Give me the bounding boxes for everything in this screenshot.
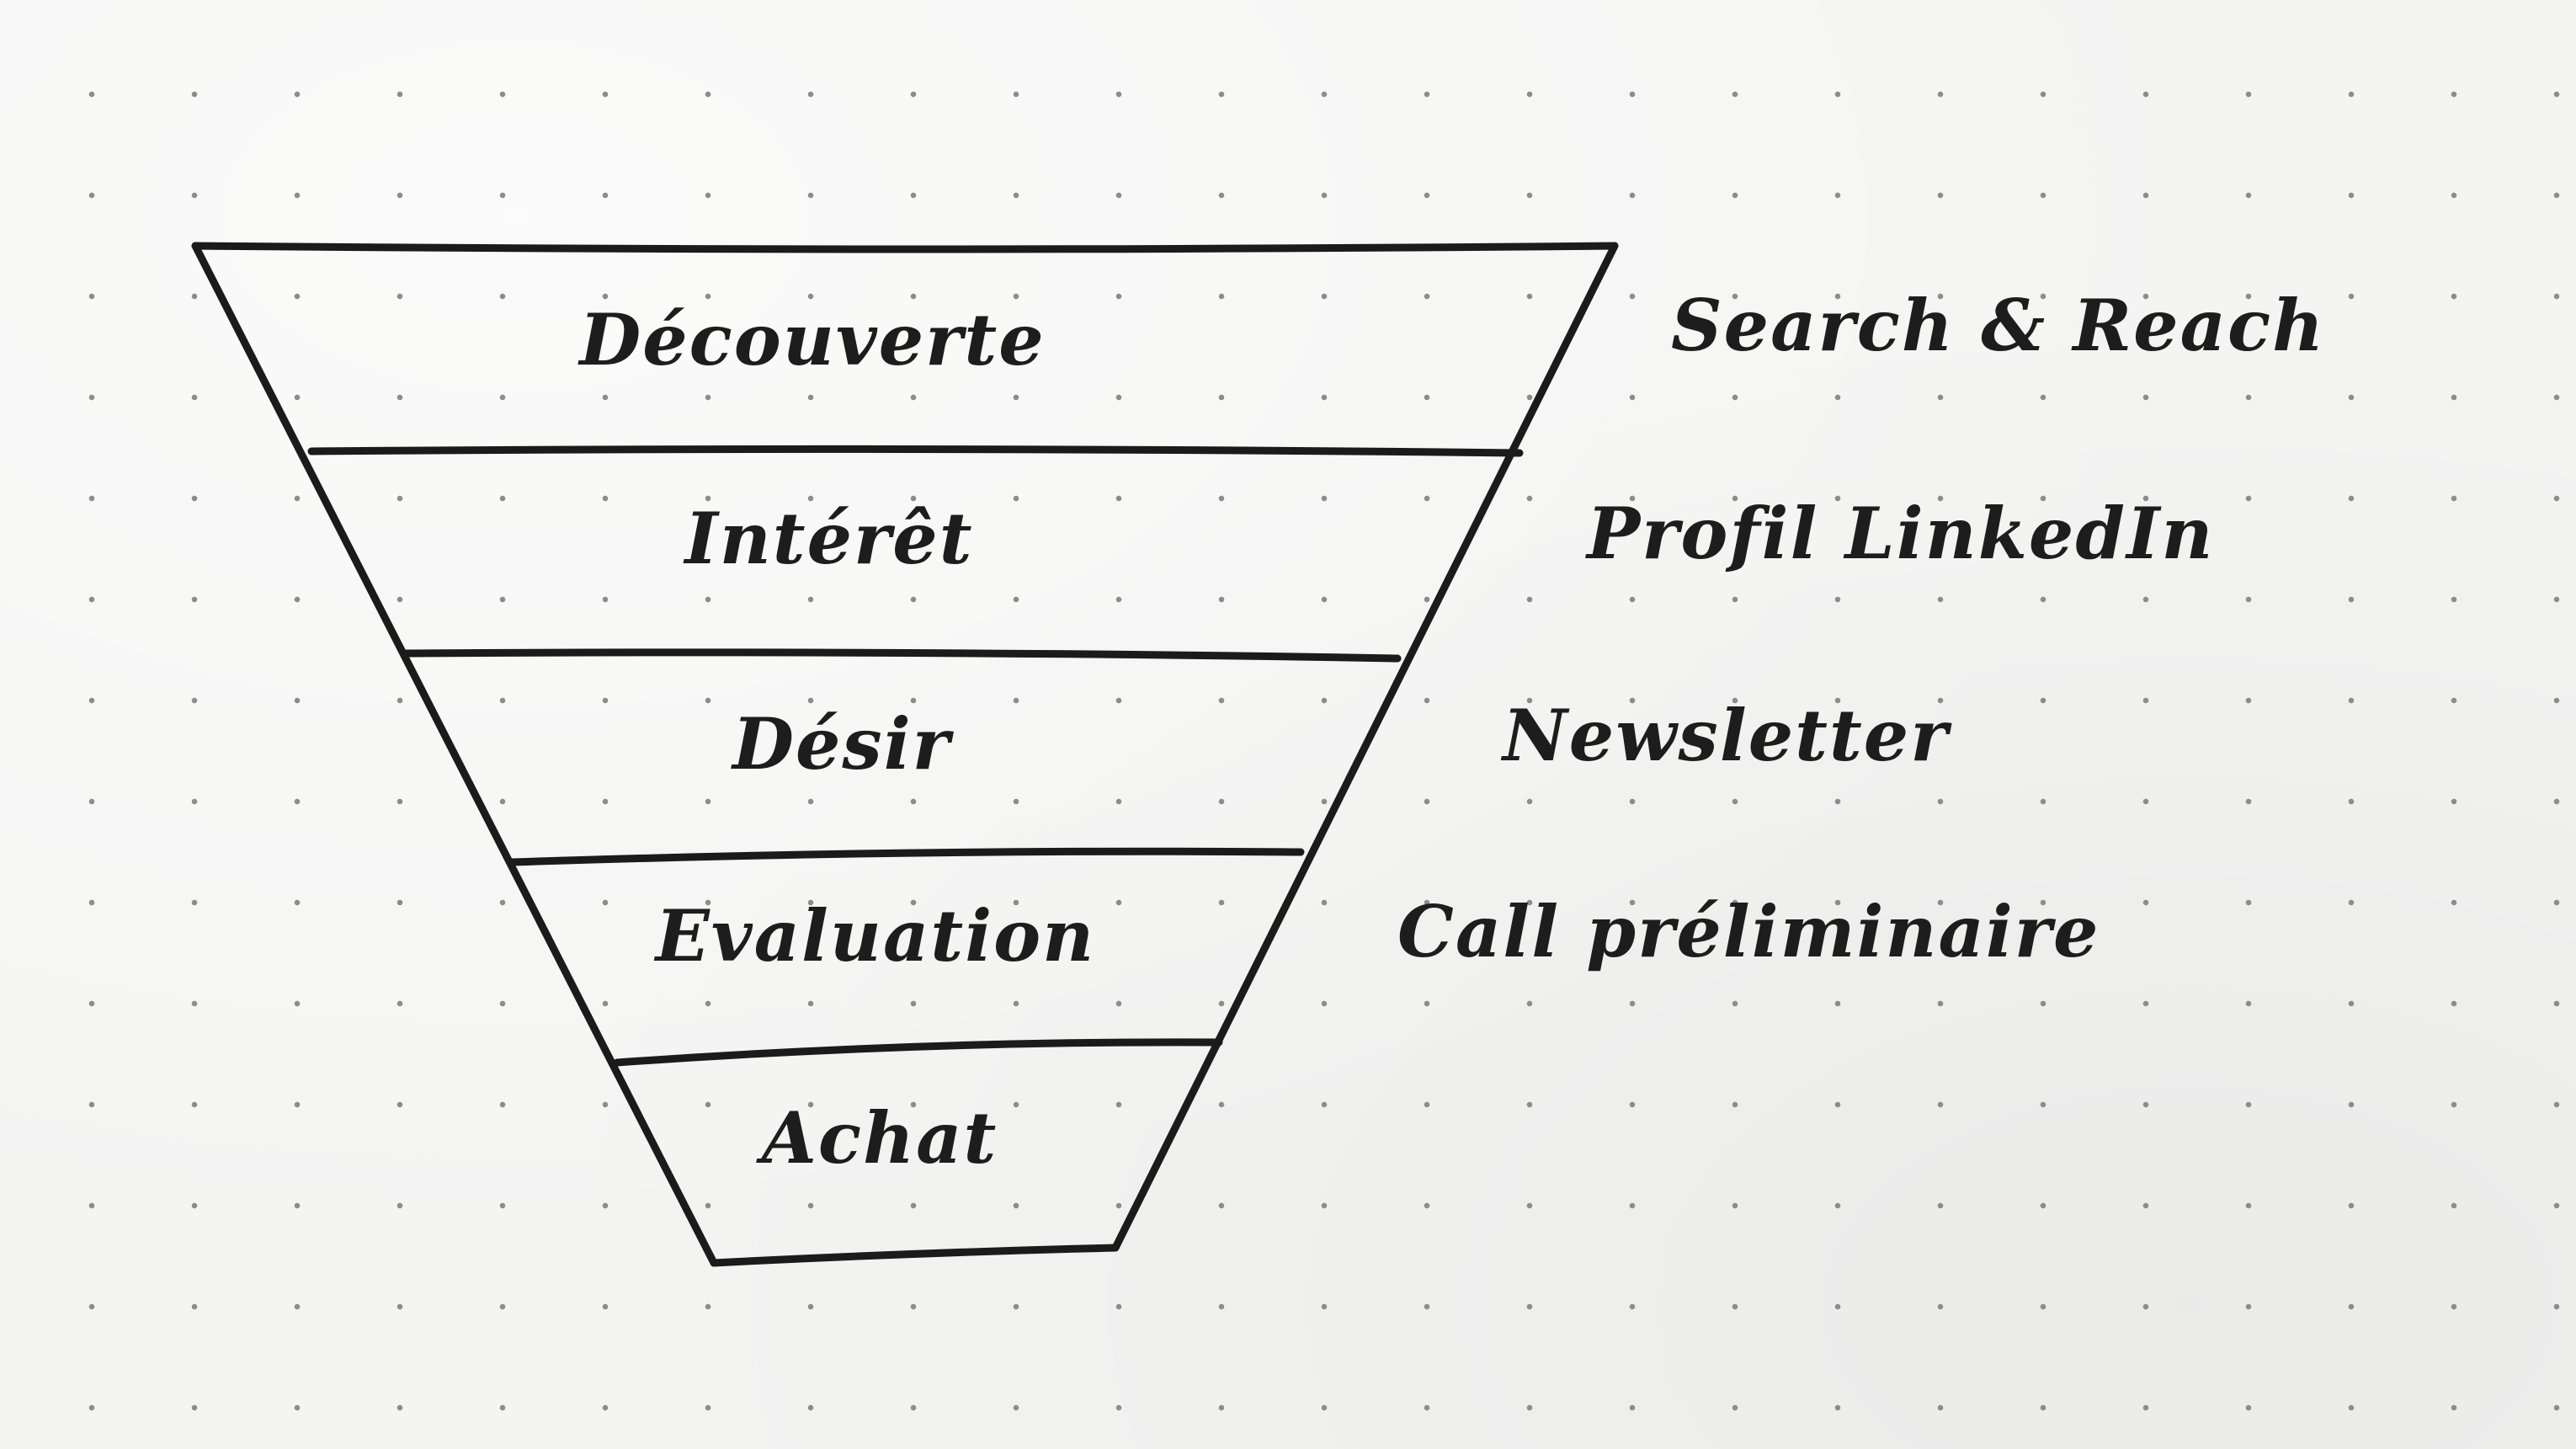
stage-label-interest: Intérêt: [684, 497, 974, 580]
channel-label-search-reach: Search & Reach: [1671, 284, 2326, 367]
stage-label-evaluation: Evaluation: [655, 894, 1096, 978]
channel-label-newsletter: Newsletter: [1503, 694, 1950, 777]
funnel-bottom-edge: [710, 1244, 1120, 1267]
funnel-top-edge: [191, 242, 1619, 253]
divider-2: [400, 648, 1402, 663]
divider-1: [307, 445, 1524, 457]
divider-3: [508, 847, 1305, 866]
funnel-right-edge: [1111, 242, 1619, 1252]
channel-label-linkedin-profile: Profil LinkedIn: [1587, 492, 2215, 575]
stage-label-discovery: Découverte: [579, 298, 1046, 381]
stage-label-desire: Désir: [732, 702, 951, 786]
channel-label-preliminary-call: Call préliminaire: [1397, 890, 2100, 973]
funnel-left-edge: [191, 242, 718, 1267]
stage-label-purchase: Achat: [761, 1096, 998, 1180]
divider-4: [613, 1038, 1223, 1067]
